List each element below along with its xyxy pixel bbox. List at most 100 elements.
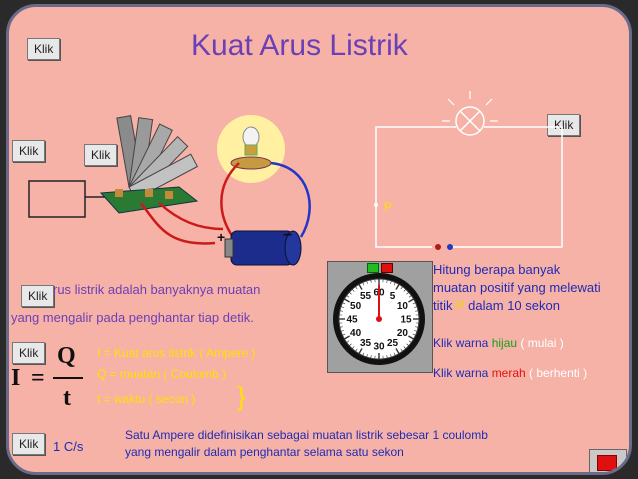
dial-tick bbox=[415, 310, 419, 312]
task-red-instruction: Klik warna merah ( berhenti ) bbox=[433, 366, 588, 380]
dial-tick bbox=[386, 279, 388, 283]
battery-minus: − bbox=[283, 227, 292, 244]
dial-tick bbox=[406, 292, 409, 295]
dial-number: 55 bbox=[360, 291, 372, 302]
klik-button-bottom[interactable]: Klik bbox=[12, 433, 46, 455]
klik-button-top-left[interactable]: Klik bbox=[27, 38, 61, 60]
formula-Q: Q bbox=[57, 343, 76, 369]
dial-tick bbox=[393, 282, 396, 286]
dial-tick bbox=[358, 348, 363, 354]
dial-tick bbox=[340, 330, 344, 332]
dial-number: 10 bbox=[397, 301, 409, 312]
legend-Q: Q = muatan ( Coulomb ) bbox=[97, 367, 227, 381]
battery-icon bbox=[224, 230, 302, 266]
klik-button-right[interactable]: Klik bbox=[547, 114, 581, 136]
dial-tick bbox=[349, 292, 352, 295]
definition-line-2: yang mengalir pada penghantar tiap detik… bbox=[11, 310, 254, 325]
legend-brace: } bbox=[237, 381, 246, 411]
next-button[interactable] bbox=[589, 449, 627, 472]
klik-button-formula[interactable]: Klik bbox=[12, 342, 46, 364]
dial-tick bbox=[346, 340, 350, 343]
dial-tick bbox=[395, 284, 400, 290]
stop-button-red[interactable] bbox=[381, 263, 393, 273]
dial-tick bbox=[403, 346, 406, 349]
dial-tick bbox=[390, 354, 392, 358]
page-title: Kuat Arus Listrik bbox=[191, 29, 408, 62]
dial-number: 25 bbox=[387, 338, 399, 349]
klik-button-definition[interactable]: Klik bbox=[21, 285, 55, 307]
dial-tick bbox=[362, 352, 365, 356]
ampere-definition-line-2: yang mengalir dalam penghantar selama sa… bbox=[125, 445, 404, 459]
legend-I: I = Kuat arus listrik ( Ampere ) bbox=[97, 346, 256, 360]
stopwatch-dial: 60510152025303540455055 bbox=[333, 273, 425, 365]
point-p-label: P bbox=[384, 200, 392, 214]
task-line-1: Hitung berapa banyak bbox=[433, 262, 561, 277]
dial-number: 45 bbox=[346, 315, 358, 326]
start-button-green[interactable] bbox=[367, 263, 379, 273]
dial-tick bbox=[408, 298, 414, 303]
dial-number: 35 bbox=[360, 338, 372, 349]
dial-tick bbox=[358, 284, 363, 290]
dial-tick bbox=[342, 302, 346, 305]
dial-tick bbox=[393, 352, 396, 356]
dial-tick bbox=[400, 286, 403, 290]
dial-tick bbox=[390, 280, 392, 284]
formula-t: t bbox=[63, 385, 71, 411]
klik-button-left-1[interactable]: Klik bbox=[12, 140, 46, 162]
dial-tick bbox=[400, 348, 403, 352]
unit-text: 1 C/s bbox=[53, 439, 84, 454]
lamp-symbol-icon bbox=[442, 91, 498, 136]
task-line-3: titik P dalam 10 sekon bbox=[433, 298, 560, 313]
battery-plus: + bbox=[217, 229, 225, 245]
dial-tick bbox=[386, 355, 388, 359]
formula-I: I bbox=[11, 365, 21, 391]
dial-tick bbox=[408, 340, 412, 343]
dial-tick bbox=[339, 326, 343, 328]
task-green-instruction: Klik warna hijau ( mulai ) bbox=[433, 336, 564, 350]
dial-number: 15 bbox=[400, 315, 412, 326]
legend-t: t = waktu ( secon ) bbox=[97, 392, 196, 406]
dial-tick bbox=[355, 286, 358, 290]
dial-tick bbox=[412, 302, 416, 305]
dial-tick bbox=[414, 306, 418, 308]
dial-tick bbox=[352, 346, 355, 349]
dial-tick bbox=[355, 348, 358, 352]
dial-tick bbox=[340, 306, 344, 308]
circuit-schematic: P bbox=[374, 91, 563, 250]
dial-tick bbox=[412, 333, 416, 336]
dial-tick bbox=[406, 343, 409, 346]
fan-plates-icon bbox=[116, 115, 199, 201]
dial-tick bbox=[352, 289, 355, 292]
dial-number: 5 bbox=[390, 291, 396, 302]
dial-tick bbox=[408, 295, 412, 298]
formula-equals: = bbox=[31, 365, 45, 391]
task-line-2: muatan positif yang melewati bbox=[433, 280, 601, 295]
lamp-icon bbox=[230, 126, 272, 170]
dial-tick bbox=[414, 330, 418, 332]
dial-tick bbox=[370, 355, 372, 359]
circuit-illustration: + − bbox=[28, 115, 311, 266]
ampere-definition-line-1: Satu Ampere didefinisikan sebagai muatan… bbox=[125, 428, 488, 442]
dial-tick bbox=[366, 354, 368, 358]
dial-tick bbox=[408, 335, 414, 340]
next-arrow-icon bbox=[597, 455, 617, 471]
dial-tick bbox=[370, 279, 372, 283]
dial-tick bbox=[395, 348, 400, 354]
dial-tick bbox=[344, 298, 350, 303]
dial-tick bbox=[349, 343, 352, 346]
dial-tick bbox=[403, 289, 406, 292]
dial-tick bbox=[362, 282, 365, 286]
dial-tick bbox=[366, 280, 368, 284]
klik-button-left-2[interactable]: Klik bbox=[84, 144, 118, 166]
dial-tick bbox=[346, 295, 350, 298]
dial-number: 30 bbox=[373, 342, 385, 353]
dial-tick bbox=[344, 335, 350, 340]
dial-tick bbox=[342, 333, 346, 336]
formula-fraction-bar bbox=[53, 377, 83, 379]
slide: Kuat Arus Listrik Klik Klik Klik Klik Kl… bbox=[6, 4, 632, 475]
dial-number: 20 bbox=[397, 328, 409, 339]
dial-number: 40 bbox=[350, 328, 362, 339]
definition-line-1: rus listrik adalah banyaknya muatan bbox=[53, 282, 261, 297]
dial-number: 50 bbox=[350, 301, 362, 312]
dial-tick bbox=[339, 310, 343, 312]
